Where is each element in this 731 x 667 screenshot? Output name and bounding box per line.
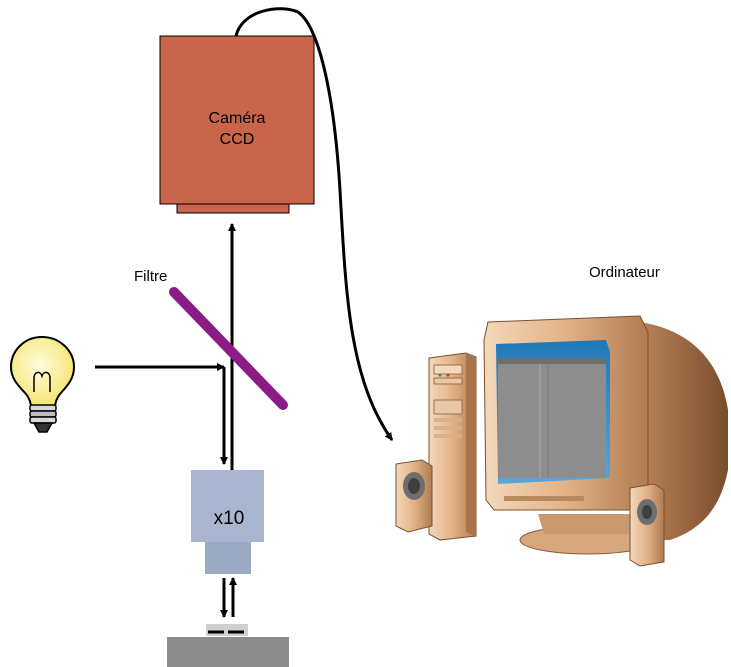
ccd-camera xyxy=(159,35,315,214)
camera-label-line2: CCD xyxy=(219,131,255,148)
objective-nose xyxy=(205,542,251,574)
dichroic-filter xyxy=(169,287,288,410)
camera-mount xyxy=(176,203,290,214)
camera-cable xyxy=(234,7,394,441)
computer-label: Ordinateur xyxy=(589,264,660,281)
objective-body xyxy=(191,470,264,542)
camera-label-line1: Caméra xyxy=(208,110,266,127)
filter-label: Filtre xyxy=(134,268,168,285)
sample-slide xyxy=(206,624,248,636)
lightbulb-icon xyxy=(9,335,76,433)
camera-body xyxy=(159,35,315,205)
camera-label: Caméra CCD xyxy=(160,108,314,150)
stage-plate xyxy=(167,637,289,667)
computer-icon xyxy=(395,315,728,567)
objective-label: x10 xyxy=(213,508,245,529)
objective-lens xyxy=(191,470,264,574)
sample-stage xyxy=(167,624,289,667)
